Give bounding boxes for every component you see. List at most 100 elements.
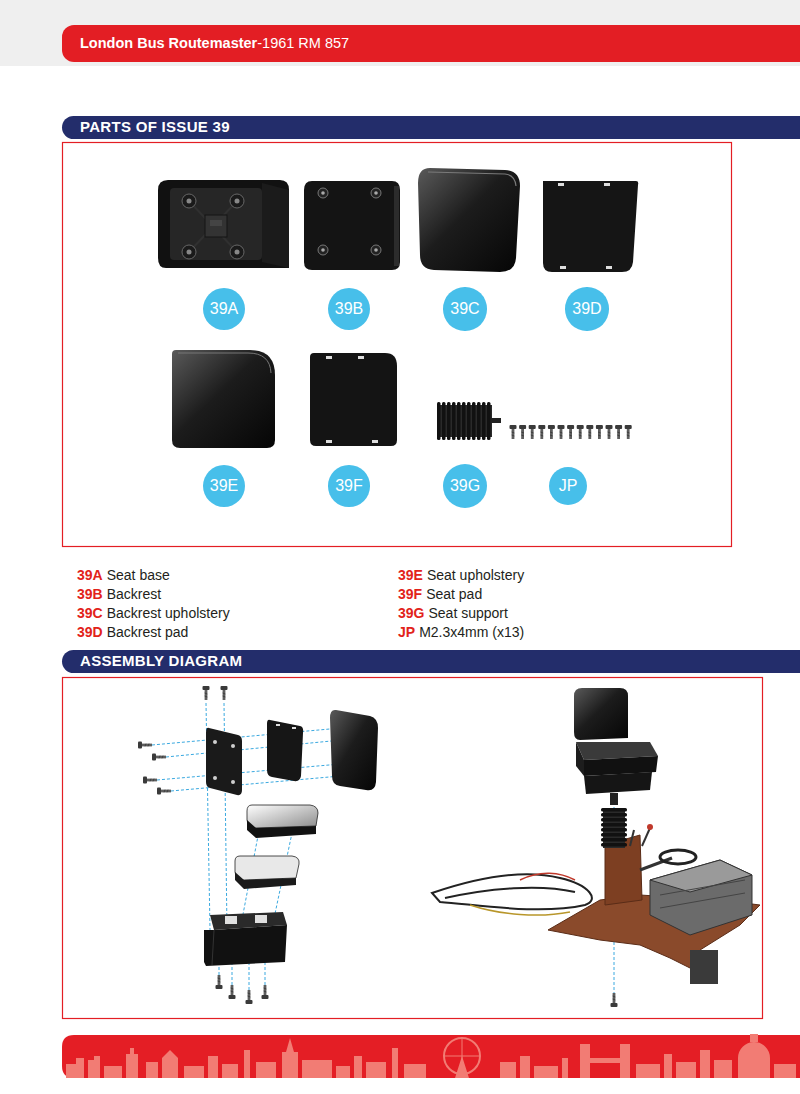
seat-base-picture	[235, 199, 240, 204]
chassis-platform	[650, 860, 752, 892]
heading-text: PARTS OF ISSUE 39	[80, 119, 230, 136]
exploded-backrest	[213, 776, 217, 780]
seat-base-picture	[189, 201, 237, 252]
exploded-backrest	[276, 724, 280, 726]
part-callout: 39B	[328, 288, 370, 330]
exploded-seat	[235, 856, 299, 880]
screw-set-picture	[625, 425, 632, 439]
part-name: Backrest upholstery	[107, 605, 230, 621]
part-code: 39F	[398, 586, 422, 602]
assembly-screws	[221, 686, 228, 700]
part-name: Seat upholstery	[427, 567, 524, 583]
assembly-guide-lines	[152, 703, 614, 993]
exploded-seat	[204, 805, 318, 966]
part-code: 39D	[77, 624, 103, 640]
exploded-backrest	[330, 710, 378, 790]
part-callout: 39E	[203, 465, 245, 507]
chassis-platform	[548, 824, 760, 984]
callout-number: 39F	[335, 478, 363, 494]
screw-set-picture	[529, 425, 536, 439]
assembly-screws	[138, 742, 152, 749]
part-name: Backrest pad	[107, 624, 189, 640]
assembled-seat	[584, 772, 652, 794]
backrest-pad-picture	[604, 183, 610, 186]
seat-support-picture	[462, 402, 466, 440]
header-band: London Bus Routemaster-1961 RM 857	[62, 25, 800, 62]
seat-pad-picture	[326, 440, 332, 443]
seat-base-picture	[210, 220, 222, 226]
screw-set-picture	[615, 425, 622, 439]
chassis-platform	[642, 828, 650, 846]
seat-support-picture	[452, 402, 456, 440]
exploded-backrest	[231, 744, 235, 748]
screw-set-picture	[538, 425, 545, 439]
exploded-seat	[255, 915, 267, 923]
top-ground	[0, 0, 800, 66]
chassis-platform	[630, 830, 634, 846]
top-ground	[0, 0, 800, 66]
footer-band	[444, 1038, 480, 1074]
assembly-screws	[246, 990, 253, 1004]
seat-base-picture	[230, 245, 244, 259]
backrest-picture	[318, 188, 328, 198]
screw-set-picture	[510, 425, 517, 439]
assembly-screws	[157, 788, 171, 795]
section-band: PARTS OF ISSUE 39	[62, 116, 800, 139]
seat-pad-picture	[326, 356, 332, 359]
assembled-seat	[610, 793, 618, 805]
part-name: Seat base	[107, 567, 170, 583]
chassis-platform	[660, 893, 745, 908]
seat-upholstery-picture	[172, 350, 275, 448]
assembled-support	[601, 843, 627, 847]
screw-set-picture	[586, 425, 593, 439]
seat-support-picture	[447, 402, 451, 440]
exploded-seat	[212, 930, 214, 965]
seat-base-picture	[189, 201, 237, 252]
chassis-wiring	[445, 888, 575, 898]
part-callout: 39F	[328, 465, 370, 507]
exploded-seat	[204, 925, 287, 966]
assembled-support	[601, 828, 627, 832]
seat-base-picture	[205, 215, 227, 237]
footer-band	[462, 1038, 463, 1074]
backrest-pad-picture	[543, 181, 638, 272]
assembly-guide-lines	[166, 739, 352, 757]
seat-support-picture	[487, 402, 491, 440]
heading-text: London Bus Routemaster	[80, 36, 257, 52]
part-code: 39C	[77, 605, 103, 621]
assembly-screws	[203, 686, 210, 700]
part-name: Backrest	[107, 586, 161, 602]
parts-frame	[63, 143, 732, 547]
assembly-screws	[216, 975, 223, 989]
seat-pad-picture	[358, 356, 364, 359]
exploded-backrest	[206, 728, 242, 795]
assembled-support	[601, 818, 627, 822]
callout-number: JP	[559, 478, 578, 494]
footer-band	[62, 1035, 800, 1078]
seat-support-picture	[437, 402, 501, 440]
seat-upholstery-picture	[178, 353, 271, 373]
assembled-support	[601, 838, 627, 842]
screw-set-picture	[548, 425, 555, 439]
seat-base-picture	[158, 180, 289, 268]
part-name: Seat support	[428, 605, 507, 621]
seat-base-picture	[187, 250, 192, 255]
assembled-support	[601, 823, 627, 827]
seat-base-picture	[230, 194, 244, 208]
callout-number: 39D	[572, 301, 601, 317]
footer-band	[66, 1034, 796, 1078]
seat-base-picture	[235, 250, 240, 255]
seat-support-picture	[442, 402, 446, 440]
backrest-picture	[321, 248, 325, 252]
exploded-backrest	[292, 727, 296, 729]
exploded-seat	[247, 805, 318, 828]
part-name: M2.3x4mm (x13)	[419, 624, 524, 640]
backrest-upholstery-picture	[418, 168, 520, 272]
screw-set-picture	[558, 425, 565, 439]
backrest-picture	[318, 245, 328, 255]
callout-number: 39E	[210, 478, 238, 494]
screw-set-picture	[519, 425, 526, 439]
heading-text: ASSEMBLY DIAGRAM	[80, 653, 242, 670]
